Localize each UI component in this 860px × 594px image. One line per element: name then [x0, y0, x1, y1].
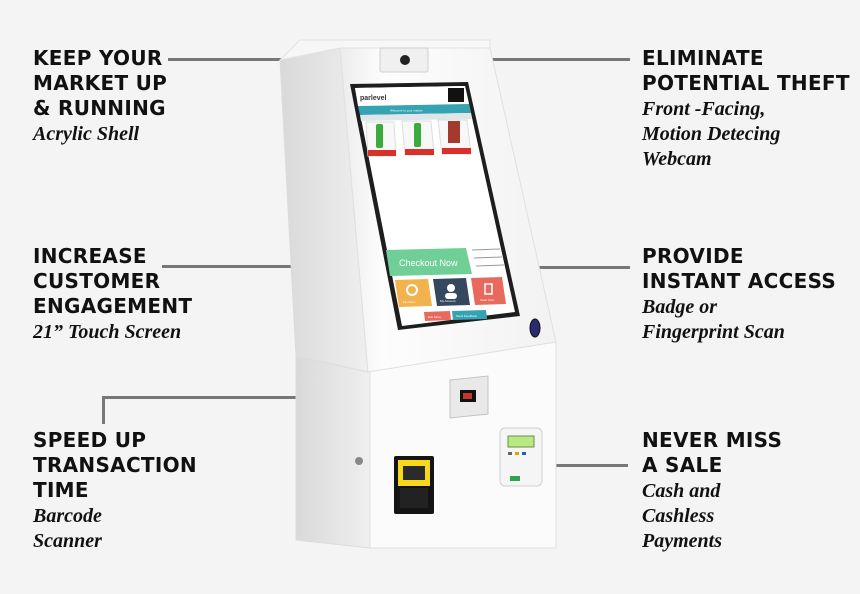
screen-logo: parlevel — [360, 95, 387, 102]
feature-theft-sub-3: Webcam — [642, 148, 712, 170]
feature-payment-sub-1: Cash and — [642, 480, 721, 502]
tile-clear-label[interactable]: Clear Cart — [480, 298, 494, 302]
feature-transaction-sub-1: Barcode — [33, 505, 102, 527]
feature-uptime-head-3: & RUNNING — [33, 96, 166, 120]
feature-uptime-sub-1: Acrylic Shell — [33, 123, 140, 145]
feature-engagement-head-1: INCREASE — [33, 244, 147, 268]
connector-engagement — [162, 265, 384, 268]
feature-transaction-head-3: TIME — [33, 478, 89, 502]
cash-acceptor — [394, 456, 434, 514]
send-feedback-button[interactable]: Send Feedback — [456, 314, 478, 318]
feature-payment-head-2: A SALE — [642, 453, 723, 477]
feature-engagement-head-2: CUSTOMER — [33, 269, 161, 293]
product-cards — [365, 119, 472, 157]
feature-access-sub-1: Badge or — [642, 296, 717, 318]
connector-transaction-horizontal — [102, 396, 452, 399]
checkout-button — [386, 248, 472, 276]
feature-access-head-2: INSTANT ACCESS — [642, 269, 837, 293]
connector-access-horizontal — [534, 266, 630, 269]
feature-payment-sub-3: Payments — [642, 530, 722, 552]
feature-transaction-head-1: SPEED UP — [33, 428, 147, 452]
feature-theft-head-1: ELIMINATE — [642, 46, 764, 70]
feature-access-sub-2: Fingerprint Scan — [642, 321, 785, 343]
feature-theft-sub-1: Front -Facing, — [642, 98, 766, 120]
exit-store-button[interactable]: Exit Store — [428, 315, 441, 319]
connector-transaction-vertical — [102, 396, 105, 424]
connector-payment — [546, 464, 628, 467]
badge-reader — [529, 318, 541, 338]
checkout-button-label[interactable]: Checkout Now — [399, 258, 458, 268]
card-reader — [499, 427, 543, 487]
tile-find-label[interactable]: Find Item — [403, 300, 416, 304]
screen-welcome: Welcome to your market — [390, 109, 423, 113]
feature-access-head-1: PROVIDE — [642, 244, 744, 268]
feature-theft-sub-2: Motion Detecing — [642, 123, 781, 145]
feature-payment-sub-2: Cashless — [642, 505, 715, 527]
feature-engagement-head-3: ENGAGEMENT — [33, 294, 193, 318]
feature-payment-head-1: NEVER MISS — [642, 428, 783, 452]
feature-uptime-head-1: KEEP YOUR — [33, 46, 163, 70]
connector-uptime — [168, 58, 296, 61]
connector-theft — [428, 58, 630, 61]
feature-theft-head-2: POTENTIAL THEFT — [642, 71, 850, 95]
feature-uptime-head-2: MARKET UP — [33, 71, 168, 95]
feature-transaction-head-2: TRANSACTION — [33, 453, 197, 477]
feature-engagement-sub-1: 21” Touch Screen — [33, 321, 182, 343]
tile-account-label[interactable]: My Account — [440, 299, 456, 303]
feature-transaction-sub-2: Scanner — [33, 530, 102, 552]
